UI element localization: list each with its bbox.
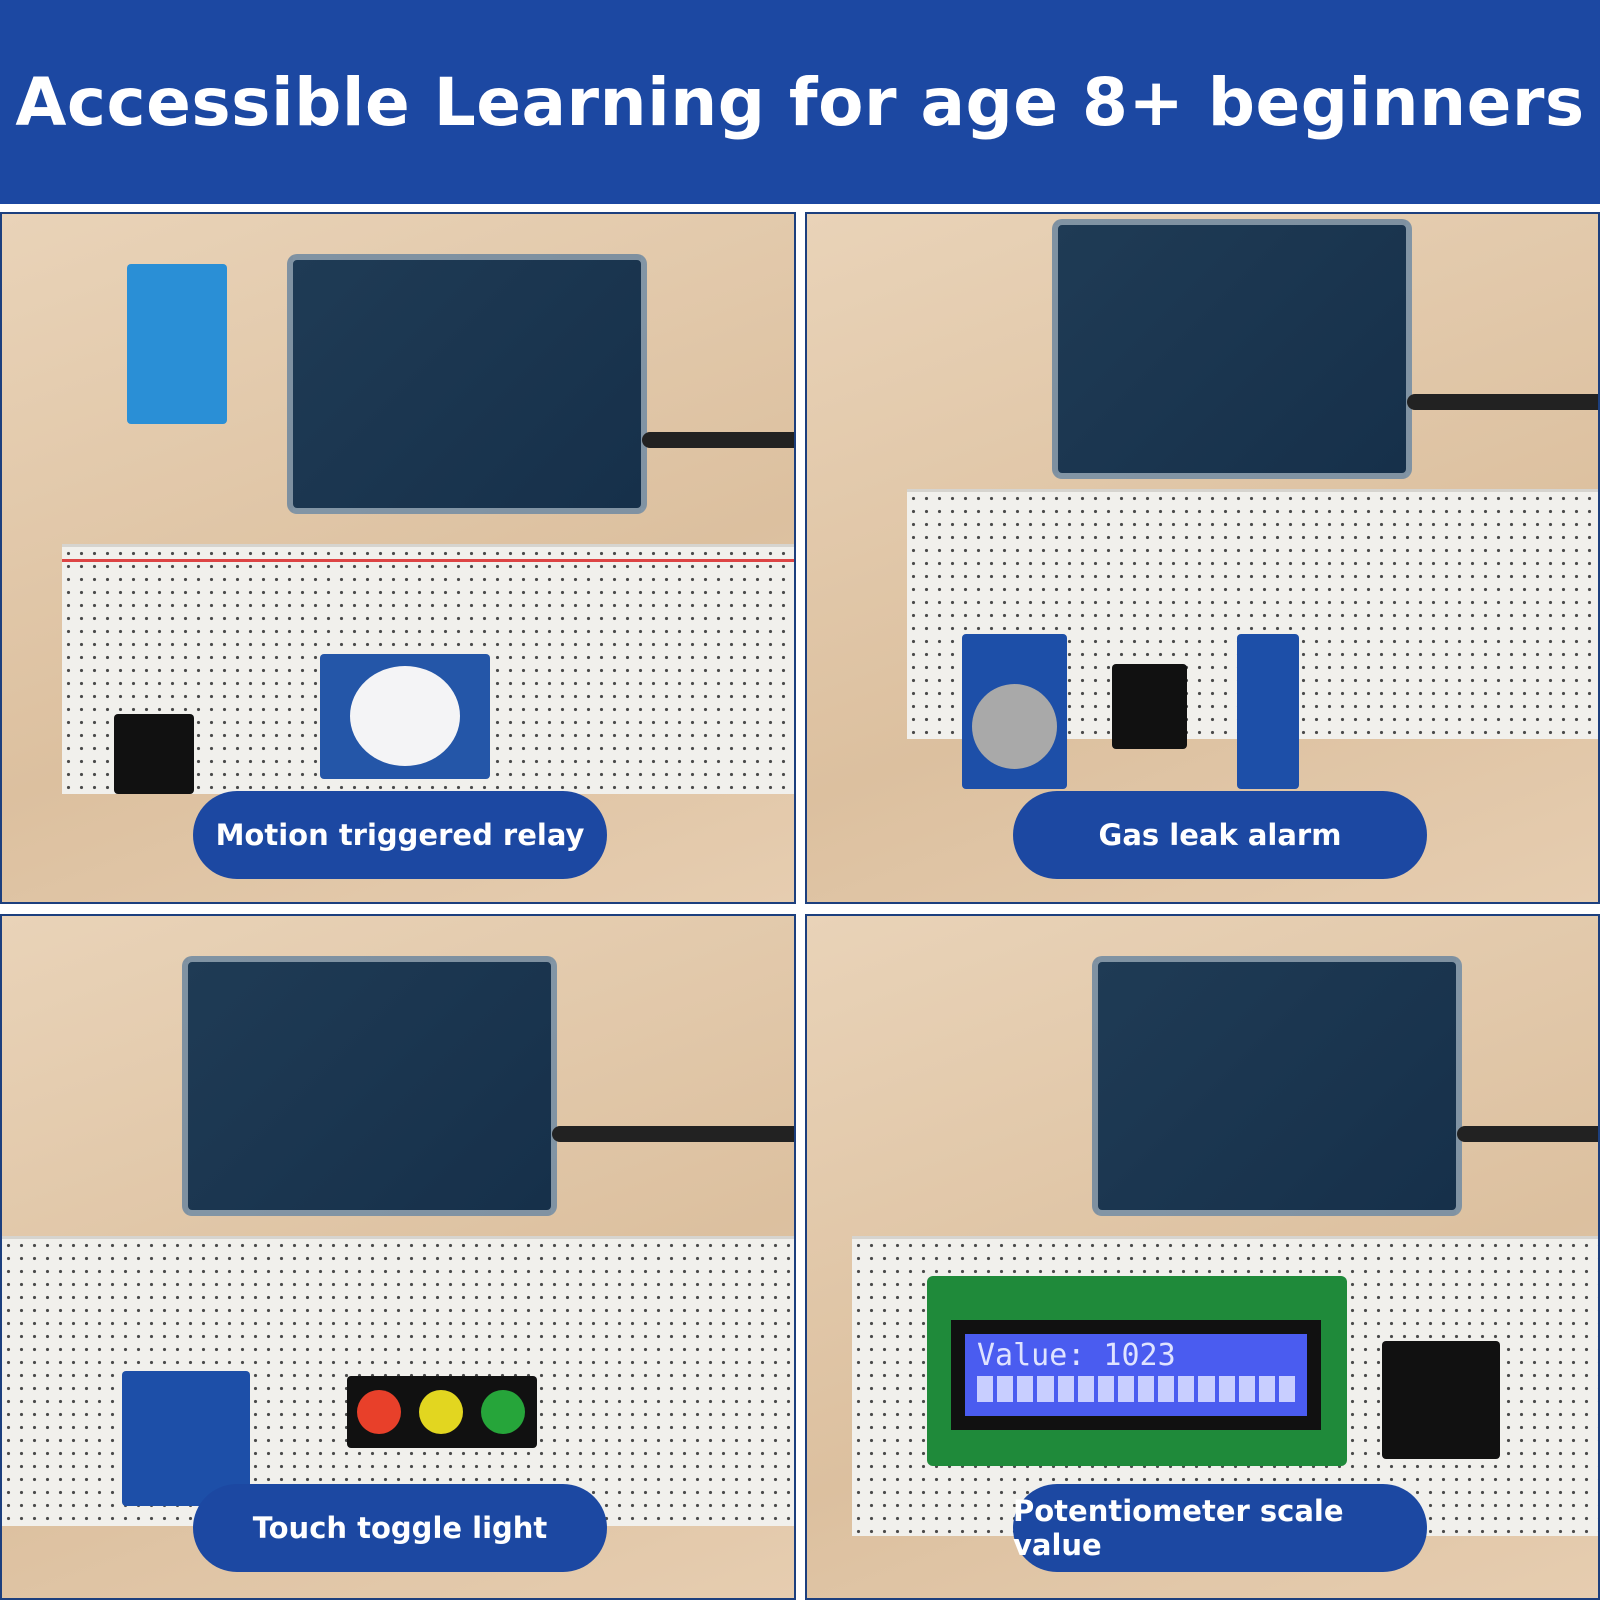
lcd-bar-graph bbox=[977, 1376, 1295, 1402]
rail-red bbox=[62, 559, 794, 562]
traffic-light-module bbox=[347, 1376, 537, 1448]
arduino-board bbox=[1052, 219, 1412, 479]
pir-sensor bbox=[320, 654, 490, 779]
arduino-board bbox=[182, 956, 557, 1216]
panel-potentiometer-scale-value: Value: 1023 Potentiometer scale value bbox=[805, 914, 1600, 1600]
yellow-light bbox=[419, 1390, 463, 1434]
rgb-led-module bbox=[114, 714, 194, 794]
lcd-text: Value: 1023 bbox=[977, 1338, 1176, 1373]
usb-cable bbox=[1457, 1126, 1598, 1142]
label-pill: Touch toggle light bbox=[193, 1484, 607, 1572]
usb-cable bbox=[642, 432, 794, 448]
page-title: Accessible Learning for age 8+ beginners bbox=[15, 63, 1585, 141]
lcd-display: Value: 1023 bbox=[927, 1276, 1347, 1466]
usb-cable bbox=[1407, 394, 1598, 410]
usb-cable bbox=[552, 1126, 794, 1142]
arduino-board bbox=[287, 254, 647, 514]
label-pill: Gas leak alarm bbox=[1013, 791, 1427, 879]
green-light bbox=[481, 1390, 525, 1434]
buzzer-module bbox=[1237, 634, 1299, 789]
potentiometer-module bbox=[1382, 1341, 1500, 1459]
panel-touch-toggle-light: Touch toggle light bbox=[0, 914, 796, 1600]
red-light bbox=[357, 1390, 401, 1434]
gas-sensor-module bbox=[962, 634, 1067, 789]
arduino-board bbox=[1092, 956, 1462, 1216]
panel-motion-triggered-relay: Motion triggered relay bbox=[0, 212, 796, 904]
panel-gas-leak-alarm: Gas leak alarm bbox=[805, 212, 1600, 904]
rgb-led-module bbox=[1112, 664, 1187, 749]
relay-module bbox=[127, 264, 227, 424]
label-pill: Motion triggered relay bbox=[193, 791, 607, 879]
header-banner: Accessible Learning for age 8+ beginners bbox=[0, 0, 1600, 204]
touch-sensor-module bbox=[122, 1371, 250, 1506]
label-pill: Potentiometer scale value bbox=[1013, 1484, 1427, 1572]
